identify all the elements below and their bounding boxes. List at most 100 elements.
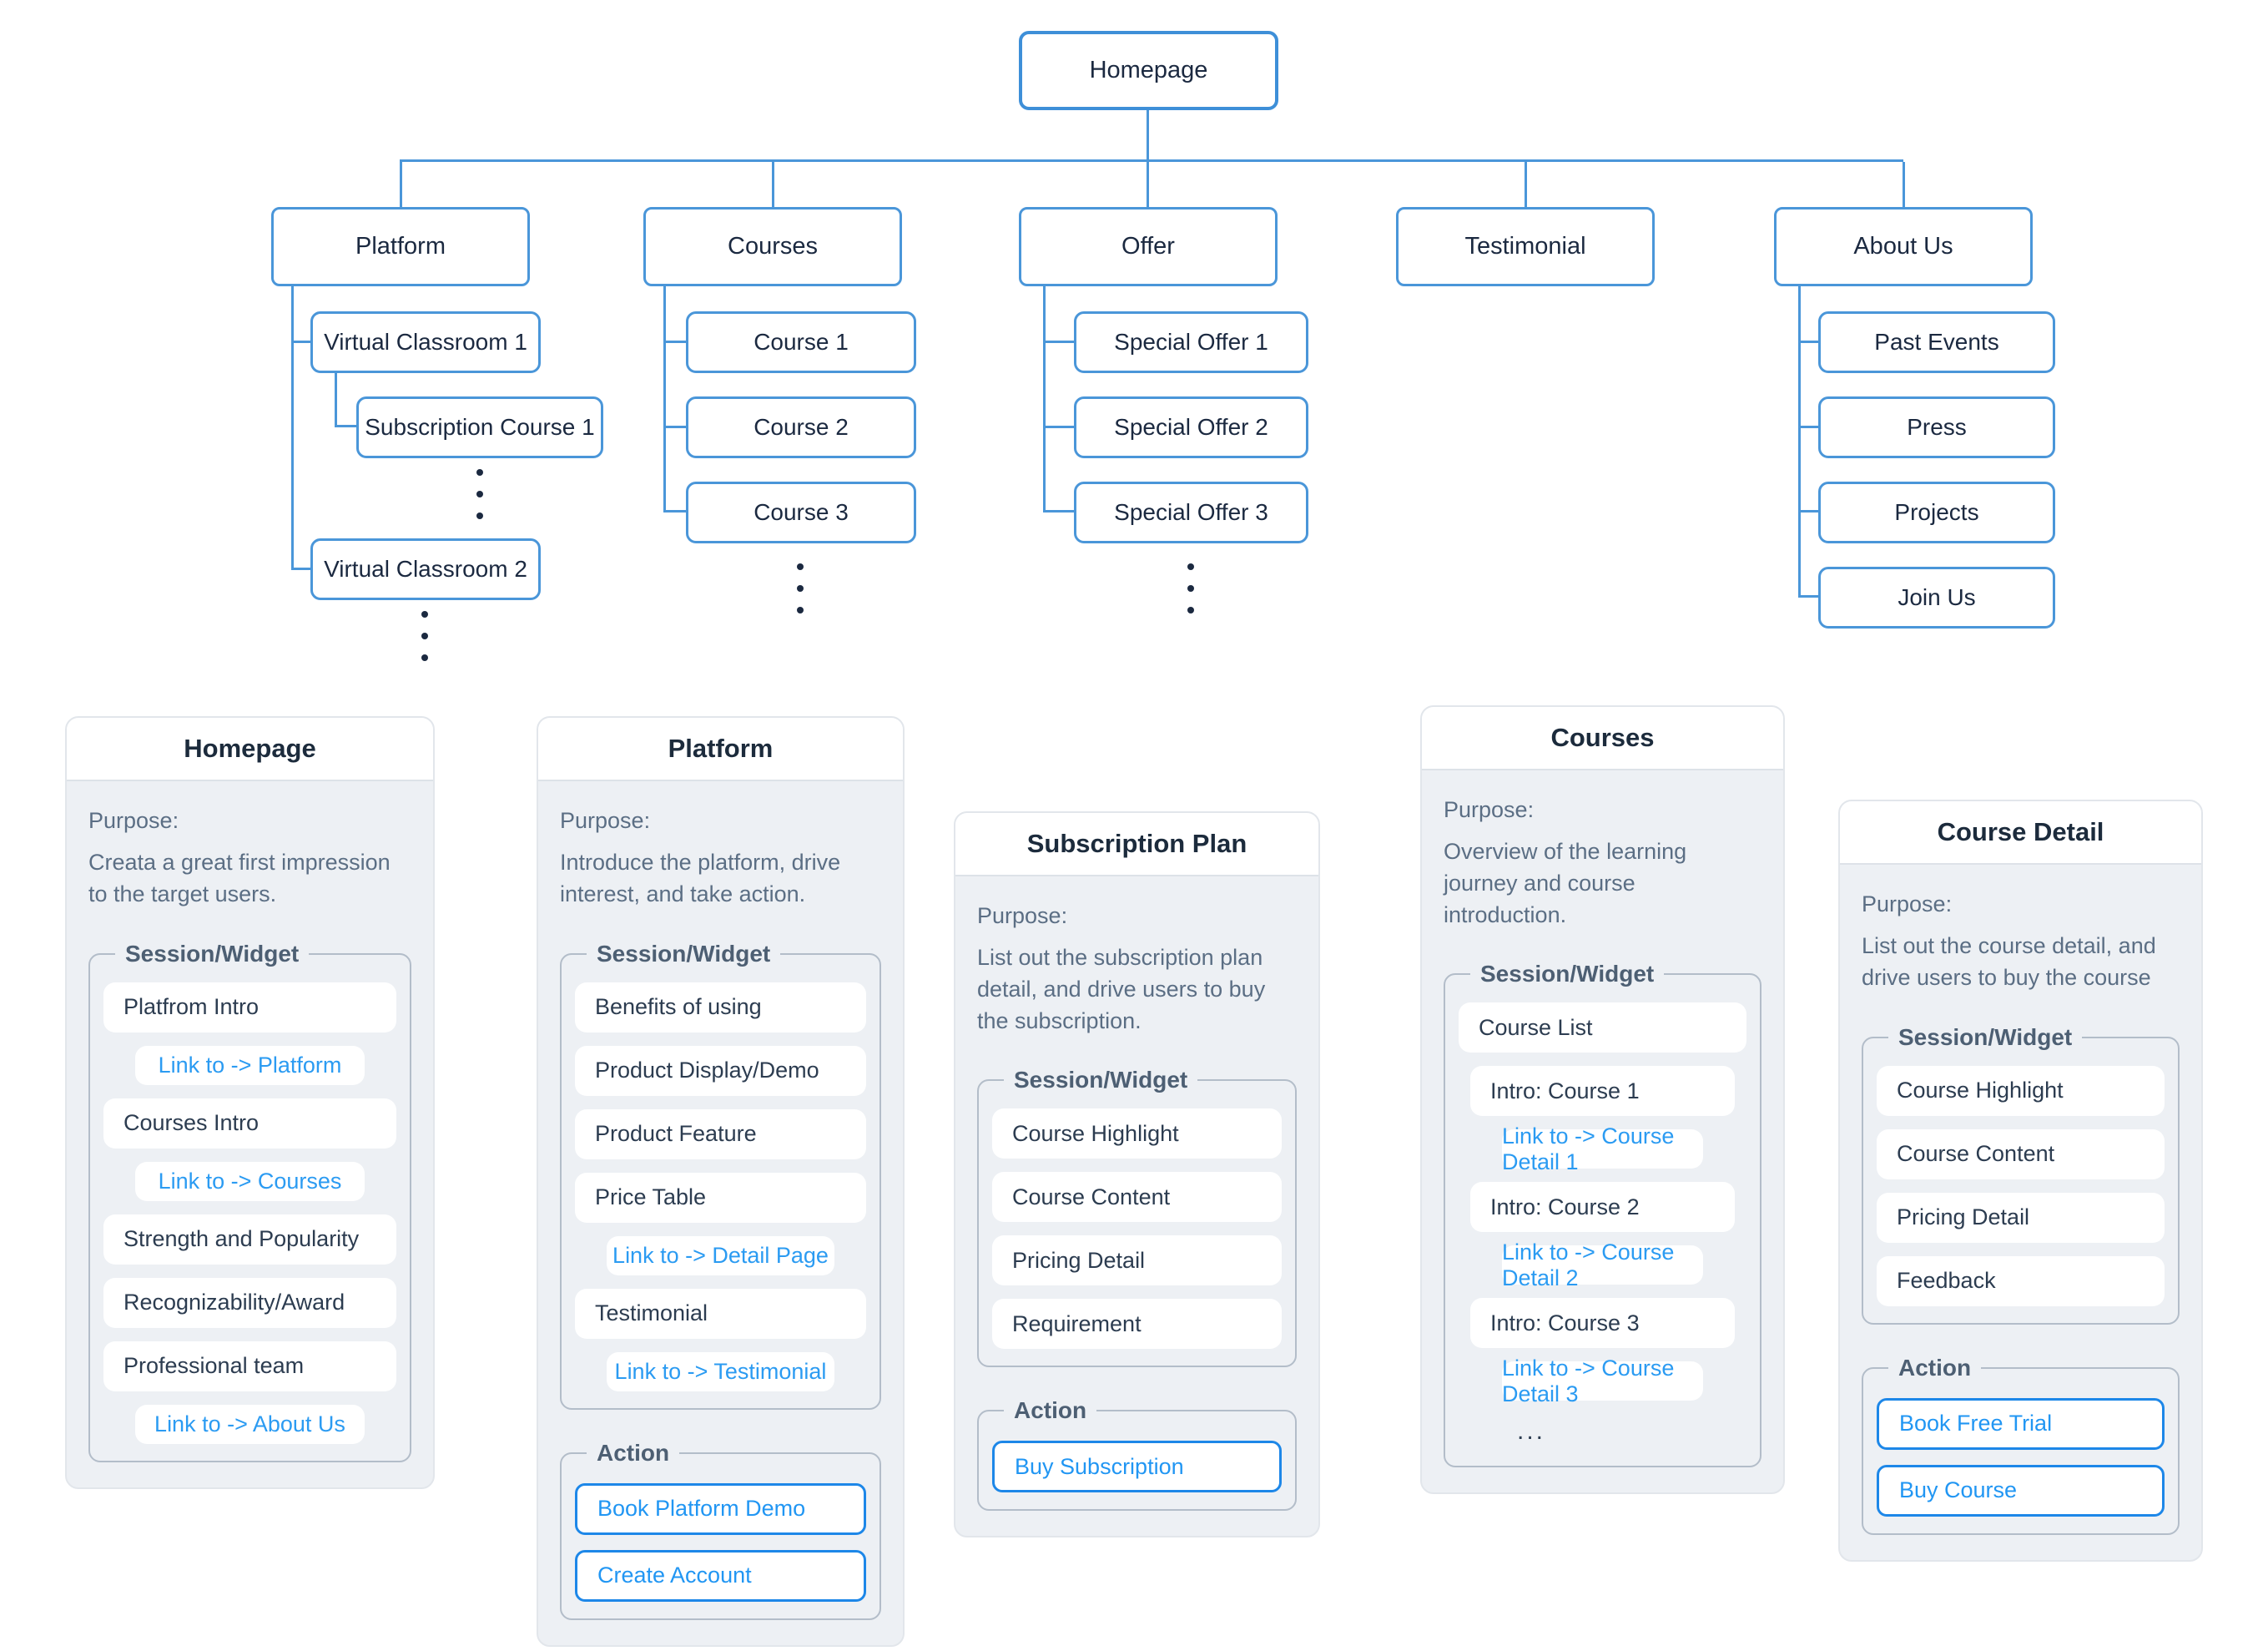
- tree-node-course-3[interactable]: Course 3: [686, 482, 916, 543]
- widget-item: Benefits of using: [575, 982, 866, 1033]
- action-label: Action: [1898, 1354, 1972, 1381]
- link-item[interactable]: Link to -> Course Detail 2: [1502, 1240, 1703, 1290]
- tree-node-courses[interactable]: Courses: [643, 207, 902, 286]
- widget-item: Course Highlight: [992, 1108, 1282, 1159]
- tree-node-subscription-course-1[interactable]: Subscription Course 1: [356, 396, 603, 458]
- session-widget-group: Session/Widget Course Highlight Course C…: [977, 1067, 1297, 1368]
- widget-item: Course Content: [992, 1172, 1282, 1223]
- widget-item: Professional team: [103, 1340, 396, 1391]
- link-item[interactable]: Link to -> Testimonial: [607, 1351, 834, 1391]
- widget-item: Recognizability/Award: [103, 1277, 396, 1328]
- buy-subscription-button[interactable]: Buy Subscription: [992, 1441, 1282, 1493]
- tree-node-testimonial[interactable]: Testimonial: [1396, 207, 1655, 286]
- connector: [291, 286, 294, 569]
- vertical-ellipsis: [421, 611, 428, 661]
- purpose-text: Overview of the learning journey and cou…: [1444, 839, 1687, 927]
- card-platform: Platform Purpose: Introduce the platform…: [537, 716, 905, 1647]
- connector: [1798, 286, 1801, 598]
- card-subscription-plan: Subscription Plan Purpose: List out the …: [954, 811, 1320, 1538]
- tree-node-projects[interactable]: Projects: [1818, 482, 2055, 543]
- book-platform-demo-button[interactable]: Book Platform Demo: [575, 1482, 866, 1535]
- session-widget-group: Session/Widget Benefits of using Product…: [560, 940, 881, 1410]
- tree-node-join-us[interactable]: Join Us: [1818, 567, 2055, 629]
- session-widget-label: Session/Widget: [1898, 1023, 2073, 1050]
- connector: [400, 162, 402, 207]
- tree-node-offer[interactable]: Offer: [1019, 207, 1278, 286]
- purpose-label: Purpose:: [1444, 797, 1535, 822]
- card-course-detail: Course Detail Purpose: List out the cour…: [1838, 800, 2203, 1562]
- connector: [1147, 162, 1149, 207]
- tree-node-special-offer-2[interactable]: Special Offer 2: [1074, 396, 1308, 458]
- tree-node-past-events[interactable]: Past Events: [1818, 311, 2055, 373]
- purpose-label: Purpose:: [1862, 891, 1953, 916]
- connector: [663, 510, 686, 512]
- card-courses: Courses Purpose: Overview of the learnin…: [1420, 705, 1785, 1495]
- widget-item: Product Display/Demo: [575, 1045, 866, 1096]
- action-group: Action Buy Subscription: [977, 1397, 1297, 1512]
- tree-node-course-1[interactable]: Course 1: [686, 311, 916, 373]
- tree-node-about-us[interactable]: About Us: [1774, 207, 2033, 286]
- widget-item: Intro: Course 3: [1470, 1298, 1735, 1349]
- purpose-text: Introduce the platform, drive interest, …: [560, 850, 841, 906]
- connector: [1043, 286, 1046, 512]
- tree-node-homepage[interactable]: Homepage: [1019, 31, 1278, 110]
- connector: [335, 425, 356, 427]
- widget-item: Strength and Popularity: [103, 1214, 396, 1265]
- widget-item: Courses Intro: [103, 1098, 396, 1149]
- session-widget-label: Session/Widget: [125, 940, 300, 967]
- widget-item: Pricing Detail: [992, 1235, 1282, 1286]
- link-item[interactable]: Link to -> Courses: [135, 1161, 365, 1201]
- link-item[interactable]: Link to -> Platform: [135, 1045, 365, 1085]
- link-item[interactable]: Link to -> About Us: [135, 1404, 365, 1444]
- tree-node-course-2[interactable]: Course 2: [686, 396, 916, 458]
- connector: [400, 159, 1903, 162]
- session-widget-label: Session/Widget: [1014, 1067, 1188, 1093]
- card-homepage: Homepage Purpose: Creata a great first i…: [65, 716, 435, 1489]
- purpose-text: List out the course detail, and drive us…: [1862, 933, 2156, 990]
- create-account-button[interactable]: Create Account: [575, 1549, 866, 1602]
- session-widget-label: Session/Widget: [597, 940, 771, 967]
- vertical-ellipsis: [797, 563, 804, 613]
- connector: [1798, 341, 1818, 343]
- connector: [1525, 162, 1527, 207]
- purpose-label: Purpose:: [88, 808, 179, 833]
- connector: [663, 426, 686, 428]
- vertical-ellipsis: [1187, 563, 1194, 613]
- connector: [1798, 510, 1818, 512]
- card-title: Subscription Plan: [955, 813, 1318, 876]
- connector: [772, 162, 774, 207]
- widget-item: Platfrom Intro: [103, 982, 396, 1033]
- connector: [1043, 426, 1074, 428]
- action-label: Action: [1014, 1397, 1087, 1424]
- session-widget-label: Session/Widget: [1480, 961, 1655, 987]
- connector: [1147, 110, 1149, 159]
- connector: [335, 373, 337, 427]
- action-label: Action: [597, 1439, 670, 1466]
- purpose-label: Purpose:: [560, 808, 651, 833]
- session-widget-group: Session/Widget Course List Intro: Course…: [1444, 961, 1761, 1468]
- tree-node-platform[interactable]: Platform: [271, 207, 530, 286]
- book-free-trial-button[interactable]: Book Free Trial: [1877, 1397, 2165, 1450]
- connector: [291, 568, 310, 570]
- card-title: Course Detail: [1840, 801, 2201, 865]
- widget-item: Course Content: [1877, 1128, 2165, 1179]
- link-item[interactable]: Link to -> Course Detail 1: [1502, 1123, 1703, 1174]
- tree-node-special-offer-1[interactable]: Special Offer 1: [1074, 311, 1308, 373]
- card-title: Platform: [538, 718, 903, 781]
- purpose-label: Purpose:: [977, 903, 1068, 928]
- link-item[interactable]: Link to -> Course Detail 3: [1502, 1356, 1703, 1406]
- link-item[interactable]: Link to -> Detail Page: [607, 1235, 834, 1275]
- widget-item: Price Table: [575, 1172, 866, 1223]
- action-group: Action Book Free Trial Buy Course: [1862, 1354, 2180, 1535]
- tree-node-virtual-classroom-2[interactable]: Virtual Classroom 2: [310, 538, 541, 600]
- tree-node-press[interactable]: Press: [1818, 396, 2055, 458]
- widget-item: Intro: Course 2: [1470, 1182, 1735, 1233]
- tree-node-special-offer-3[interactable]: Special Offer 3: [1074, 482, 1308, 543]
- buy-course-button[interactable]: Buy Course: [1877, 1464, 2165, 1517]
- connector: [1043, 341, 1074, 343]
- widget-item: Course Highlight: [1877, 1065, 2165, 1116]
- card-title: Homepage: [67, 718, 433, 781]
- tree-node-virtual-classroom-1[interactable]: Virtual Classroom 1: [310, 311, 541, 373]
- card-title: Courses: [1422, 707, 1783, 770]
